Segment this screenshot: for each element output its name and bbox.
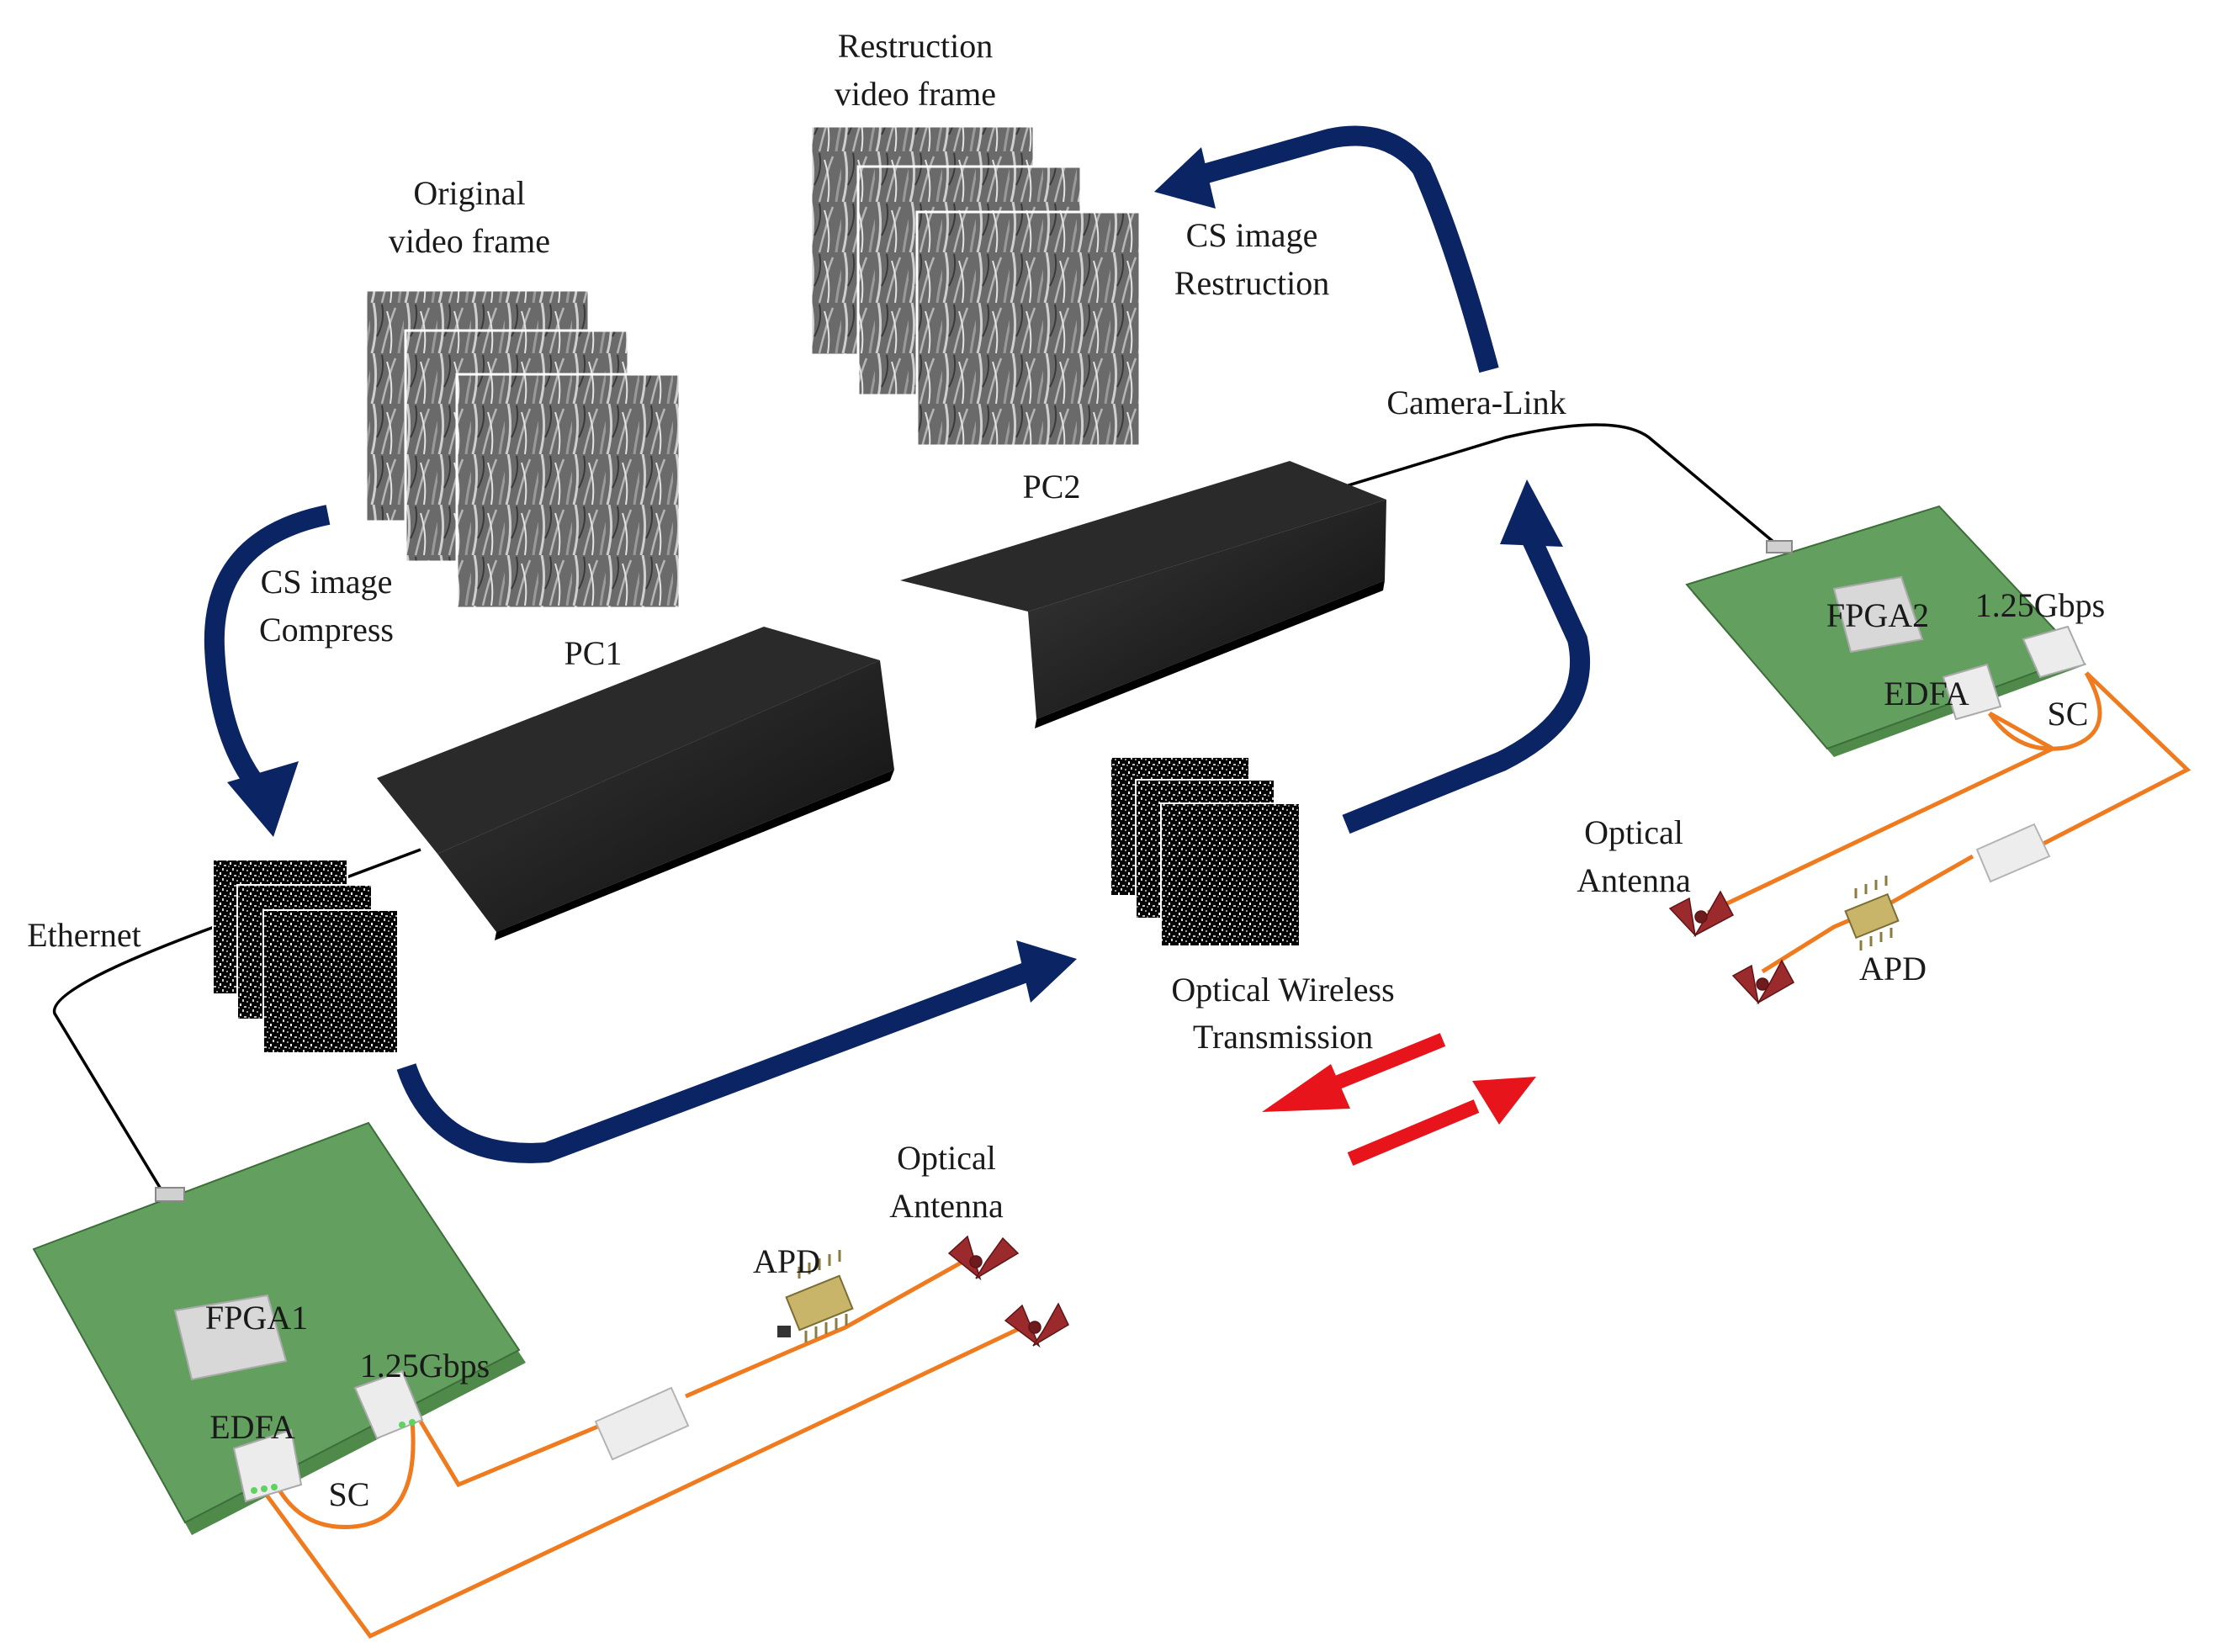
- pc2-base: [1028, 500, 1386, 719]
- restruction-frame-label-1: Restruction: [838, 27, 993, 65]
- fiber-apd1: [685, 1258, 967, 1399]
- rate2-label: 1.25Gbps: [1975, 586, 2105, 624]
- sc1-label: SC: [329, 1475, 370, 1513]
- cs-restruction-label-2: Restruction: [1174, 264, 1329, 302]
- antenna1-label-1: Optical: [897, 1139, 996, 1177]
- cs-compress-label-1: CS image: [261, 563, 393, 601]
- edfa2-label: EDFA: [1884, 675, 1969, 712]
- restruction-frame-label-2: video frame: [835, 75, 996, 113]
- fibers: [258, 671, 2192, 1639]
- compressed-noise-image: [262, 909, 399, 1054]
- compressed-noise-image: [1160, 802, 1301, 947]
- antenna2-label-1: Optical: [1584, 813, 1683, 851]
- original-video-frames: [364, 289, 681, 610]
- edfa2-module: [1942, 663, 2002, 721]
- sc2-label: SC: [2048, 695, 2089, 733]
- fpga1-chip: [173, 1294, 288, 1381]
- owt-label-1: Optical Wireless: [1171, 971, 1394, 1009]
- labels: Original video frame Restruction video f…: [27, 27, 2105, 1513]
- video-frame-image: [455, 373, 681, 610]
- flow-arrow-restruct: [1191, 125, 1499, 373]
- pc2-label: PC2: [1023, 468, 1081, 506]
- camera-link-cable: [1312, 423, 1781, 548]
- flow-arrow-up: [1342, 534, 1591, 834]
- compressed-frames-right: [1110, 756, 1301, 947]
- fiber-edfa1-loop: [275, 1421, 416, 1529]
- flow-arrowheads: [227, 147, 1563, 1003]
- beam-arrows: [1262, 1033, 1536, 1166]
- fpga-board-2: [1685, 505, 2086, 757]
- flow-arrow-compress: [204, 505, 331, 797]
- beam-arrow-left: [1317, 1033, 1446, 1096]
- edfa1-module: [232, 1428, 303, 1503]
- cs-compress-label-2: Compress: [259, 611, 394, 649]
- optical-antenna-icon: [1731, 959, 1795, 1005]
- laptop-icon: [900, 461, 1386, 728]
- optical-antenna-icon: [1668, 890, 1735, 938]
- fpga-board-1: [32, 1121, 526, 1535]
- apd1-label: APD: [753, 1242, 820, 1280]
- sc2-module: [2022, 625, 2086, 679]
- edfa1-label: EDFA: [209, 1408, 295, 1446]
- ethernet-port-1: [155, 1187, 185, 1202]
- video-frame-image: [915, 210, 1142, 447]
- fiber-edfa2-loop: [1987, 671, 2102, 751]
- camera-link-port-2: [1766, 540, 1793, 553]
- pc1-lid: [377, 627, 880, 854]
- optical-antenna-icon: [947, 1235, 1020, 1281]
- antenna1-label-2: Antenna: [889, 1187, 1004, 1225]
- fiber-sc2-to-apd: [2038, 671, 2192, 848]
- flow-arrow-transmit: [396, 961, 1032, 1163]
- original-frame-label-1: Original: [413, 174, 525, 212]
- fiber-edfa1-to-antenna: [258, 1325, 1024, 1639]
- ethernet-cable: [52, 848, 421, 1195]
- pc1-label: PC1: [564, 634, 623, 672]
- camera-link-label: Camera-Link: [1386, 384, 1566, 421]
- pc2-lid: [900, 461, 1386, 612]
- antenna2-label-2: Antenna: [1577, 861, 1691, 899]
- fiber-edfa2-to-antenna: [1706, 711, 2058, 915]
- cs-restruction-label-1: CS image: [1186, 216, 1318, 254]
- laptop-icon: [377, 627, 894, 940]
- rate1-label: 1.25Gbps: [360, 1347, 490, 1385]
- apd-chip-icon: [777, 1250, 854, 1342]
- cables: [52, 423, 1781, 1195]
- fpga2-label: FPGA2: [1826, 596, 1929, 634]
- sc-box-1: [594, 1386, 690, 1461]
- apd-chip-icon: [1844, 876, 1900, 950]
- compressed-frames-left: [212, 859, 399, 1054]
- apd2-label: APD: [1859, 950, 1927, 987]
- fpga2-chip: [1832, 575, 1924, 654]
- restruction-video-frames: [809, 124, 1142, 447]
- flow-arrows: [204, 125, 1591, 1163]
- pc1-base: [437, 660, 894, 932]
- ethernet-label: Ethernet: [27, 916, 141, 954]
- sc-box-2: [1975, 823, 2051, 883]
- owt-label-2: Transmission: [1193, 1018, 1373, 1056]
- fpga1-label: FPGA1: [205, 1299, 308, 1337]
- beam-arrow-right: [1347, 1099, 1480, 1166]
- optical-antenna-icon: [1004, 1302, 1069, 1348]
- original-frame-label-2: video frame: [389, 222, 550, 260]
- fiber-sc1-to-apd: [418, 1419, 611, 1488]
- sc1-module: [353, 1369, 424, 1440]
